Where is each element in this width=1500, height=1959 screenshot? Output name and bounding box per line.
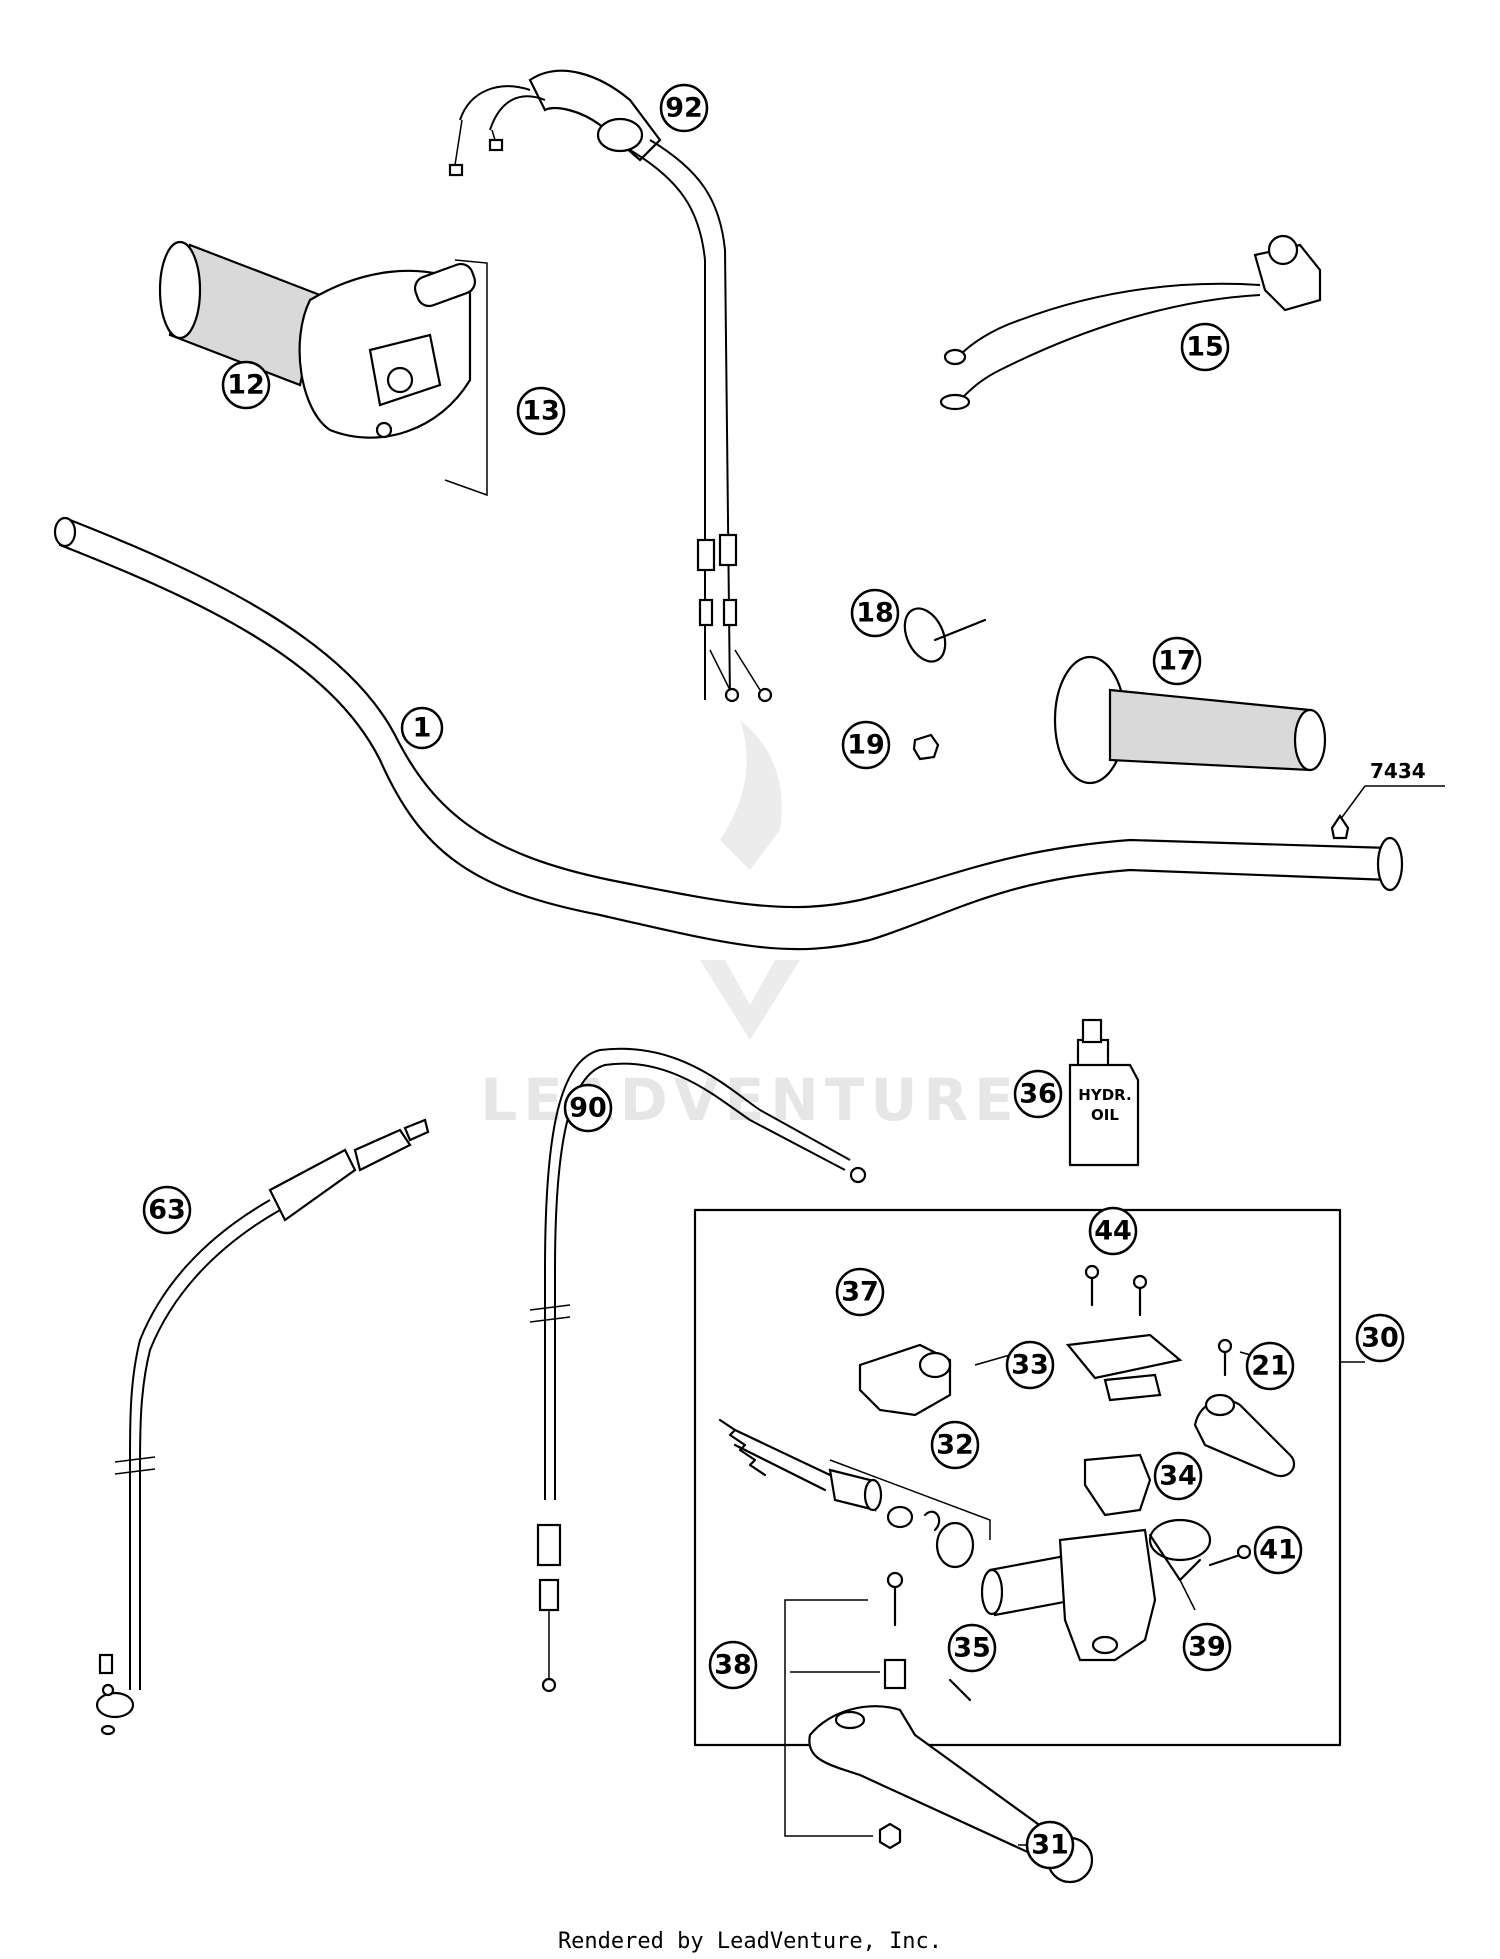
- reference-7434: 7434: [1330, 759, 1445, 840]
- piston-32: [733, 1428, 991, 1569]
- spring-spring-coil: [718, 1418, 767, 1477]
- callout-31-label: 31: [1031, 1830, 1069, 1861]
- hose-clip: [903, 607, 987, 663]
- callout-33: 33: [1005, 1340, 1055, 1390]
- handlebar: [53, 516, 1404, 951]
- callout-13: 13: [516, 386, 566, 436]
- callout-34-label: 34: [1159, 1461, 1197, 1492]
- pivot-parts-38: [784, 1571, 907, 1850]
- callout-44-label: 44: [1094, 1216, 1132, 1247]
- callout-21-label: 21: [1251, 1351, 1289, 1382]
- callout-38: 38: [708, 1640, 758, 1690]
- callout-41-label: 41: [1259, 1535, 1297, 1566]
- protector-34: [1083, 1453, 1152, 1517]
- callout-12: 12: [221, 360, 271, 410]
- callout-38-label: 38: [714, 1650, 752, 1681]
- kill-switch: [939, 234, 1322, 411]
- callout-19: 19: [841, 720, 891, 770]
- callout-33-label: 33: [1011, 1350, 1049, 1381]
- callout-18: 18: [850, 588, 900, 638]
- callout-37-label: 37: [841, 1277, 879, 1308]
- callout-35: 35: [947, 1623, 997, 1673]
- nut-small: [912, 733, 940, 761]
- callout-39-label: 39: [1188, 1632, 1226, 1663]
- callout-90-label: 90: [569, 1093, 607, 1124]
- callout-17-label: 17: [1158, 646, 1196, 677]
- callout-1: 1: [400, 706, 444, 750]
- bolt-41: [1208, 1544, 1252, 1567]
- screw-21: [1217, 1338, 1233, 1377]
- callout-39: 39: [1182, 1622, 1232, 1672]
- watermark: LEADVENTURE: [480, 720, 1014, 1134]
- hot-start-cable: [95, 1118, 430, 1736]
- callout-34: 34: [1153, 1451, 1203, 1501]
- spring-35: [948, 1678, 972, 1702]
- callout-32-label: 32: [936, 1430, 974, 1461]
- callout-92-label: 92: [665, 93, 703, 124]
- callout-32: 32: [930, 1420, 980, 1470]
- callout-35-label: 35: [953, 1633, 991, 1664]
- callout-17: 17: [1152, 636, 1202, 686]
- callout-19-label: 19: [847, 730, 885, 761]
- throttle-cables: [448, 69, 773, 703]
- screws-44: [1084, 1264, 1148, 1317]
- bottle-label-line2: OIL: [1091, 1106, 1119, 1124]
- callout-37: 37: [835, 1267, 885, 1317]
- callout-36: 36: [1013, 1069, 1063, 1119]
- callout-1-label: 1: [413, 713, 432, 744]
- callout-18-label: 18: [856, 598, 894, 629]
- hydraulic-oil-bottle: HYDR. OIL: [1068, 1018, 1140, 1167]
- clamp-body-39: [980, 1518, 1212, 1662]
- callout-90: 90: [563, 1083, 613, 1133]
- callout-21: 21: [1245, 1341, 1295, 1391]
- callout-12-label: 12: [227, 370, 265, 401]
- clutch-cable: [529, 1047, 867, 1693]
- left-grip: [1053, 655, 1327, 785]
- master-cylinder-kit-box: [693, 1208, 1365, 1747]
- reference-code: 7434: [1370, 759, 1426, 783]
- callout-63: 63: [142, 1185, 192, 1235]
- callout-41: 41: [1253, 1525, 1303, 1575]
- cover-plate-33: [1065, 1333, 1183, 1402]
- callout-30: 30: [1355, 1313, 1405, 1363]
- callout-13-label: 13: [522, 396, 560, 427]
- callout-36-label: 36: [1019, 1079, 1057, 1110]
- callout-63-label: 63: [148, 1195, 186, 1226]
- reservoir-cover-37: [858, 1343, 952, 1417]
- callout-92: 92: [659, 83, 709, 133]
- callout-15-label: 15: [1186, 332, 1224, 363]
- callout-30-label: 30: [1361, 1323, 1399, 1354]
- callout-15: 15: [1180, 322, 1230, 372]
- adjuster-21: [1193, 1393, 1296, 1478]
- footer-credit: Rendered by LeadVenture, Inc.: [558, 1929, 942, 1954]
- throttle-grip: [158, 240, 477, 439]
- callout-31: 31: [1025, 1820, 1075, 1870]
- throttle-housing-bracket: [444, 259, 488, 497]
- callout-44: 44: [1088, 1206, 1138, 1256]
- bottle-label-line1: HYDR.: [1078, 1086, 1131, 1104]
